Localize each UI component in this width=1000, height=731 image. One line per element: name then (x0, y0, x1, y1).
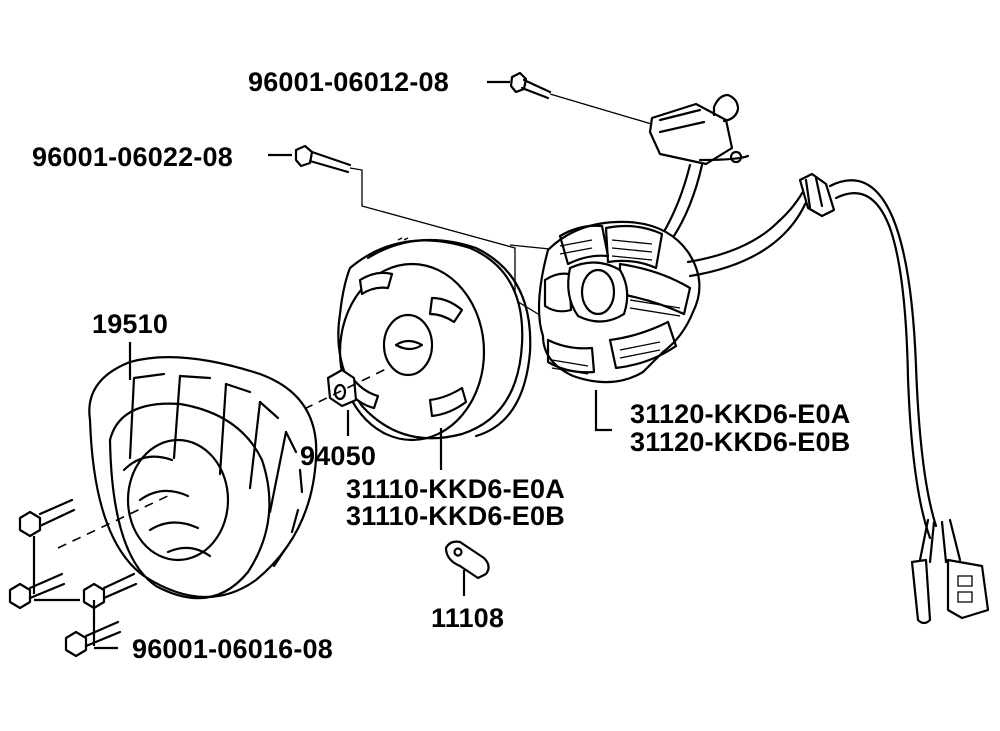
label-stator-a: 31120-KKD6-E0A (630, 399, 851, 429)
label-nut: 94050 (300, 441, 377, 471)
label-bolt-mid: 96001-06022-08 (32, 142, 233, 172)
stator-leader (594, 390, 612, 432)
bolt-top (487, 71, 656, 126)
label-flywheel-b: 31110-KKD6-E0B (346, 501, 565, 531)
bolt-mid (268, 144, 561, 321)
label-stator-b: 31120-KKD6-E0B (630, 427, 851, 457)
label-key: 11108 (431, 603, 505, 633)
stator-pickup (648, 93, 750, 241)
harness (686, 172, 990, 625)
label-fan-cover: 19510 (92, 309, 169, 339)
stator (537, 220, 701, 384)
label-bolt-fan: 96001-06016-08 (132, 634, 333, 664)
label-flywheel-a: 31110-KKD6-E0A (346, 474, 565, 504)
fan-bolts (8, 498, 138, 658)
key-11108 (444, 540, 490, 596)
fan-cover (57, 342, 318, 600)
label-bolt-top: 96001-06012-08 (248, 67, 449, 97)
flywheel (337, 237, 532, 442)
